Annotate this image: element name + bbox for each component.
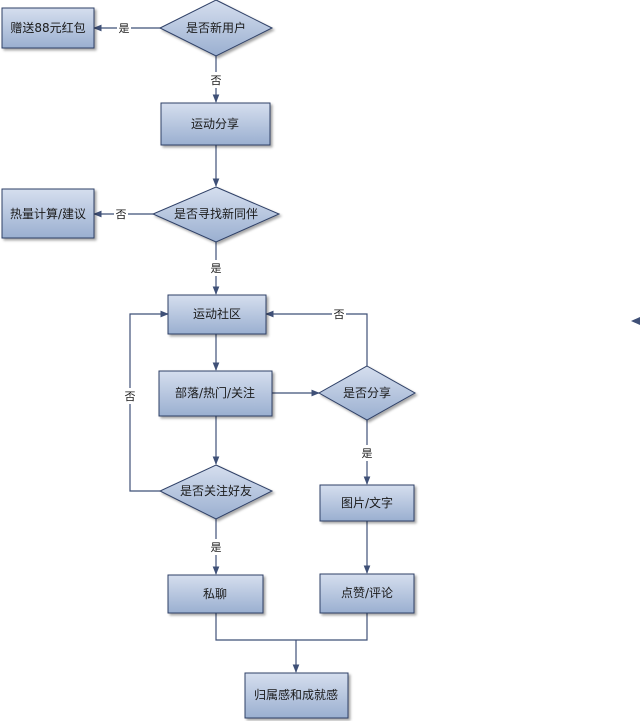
process-private-chat-label: 私聊 bbox=[203, 587, 227, 601]
process-picture-text-label: 图片/文字 bbox=[341, 495, 393, 510]
nodes: 是否新用户 赠送88元红包 运动分享 是否寻找新同伴 热量计算/建议 运动社区 bbox=[1, 0, 417, 719]
process-community: 运动社区 bbox=[167, 294, 267, 335]
edge-label-share-yes: 是 bbox=[362, 447, 373, 460]
connectors bbox=[93, 24, 371, 673]
process-community-label: 运动社区 bbox=[193, 306, 241, 321]
edge-share-to-community bbox=[265, 310, 368, 366]
decision-find-companion: 是否寻找新同伴 bbox=[151, 186, 281, 243]
edge-labels: 是 否 否 是 否 是 否 是 bbox=[114, 20, 374, 555]
process-tribe: 部落/热门/关注 bbox=[158, 370, 273, 417]
process-private-chat: 私聊 bbox=[167, 574, 264, 614]
decision-follow-friend-label: 是否关注好友 bbox=[180, 483, 252, 498]
edge-label-companion-yes: 是 bbox=[211, 262, 222, 275]
decision-new-user: 是否新用户 bbox=[158, 0, 274, 57]
process-sport-share: 运动分享 bbox=[160, 102, 271, 146]
decision-find-companion-label: 是否寻找新同伴 bbox=[174, 206, 258, 221]
edge-label-companion-no: 否 bbox=[116, 208, 127, 221]
process-tribe-label: 部落/热门/关注 bbox=[175, 385, 255, 400]
edge-label-follow-no: 否 bbox=[125, 390, 136, 403]
edge-label-new-user-no: 否 bbox=[211, 74, 222, 87]
decision-new-user-label: 是否新用户 bbox=[186, 20, 246, 35]
process-belonging-label: 归属感和成就感 bbox=[254, 687, 338, 702]
process-like-comment: 点赞/评论 bbox=[319, 573, 415, 614]
decision-share-label: 是否分享 bbox=[343, 385, 391, 400]
process-picture-text: 图片/文字 bbox=[319, 484, 415, 522]
process-red-packet-label: 赠送88元红包 bbox=[10, 20, 85, 35]
edge-label-new-user-yes: 是 bbox=[119, 22, 130, 35]
edge-label-follow-yes: 是 bbox=[211, 541, 222, 554]
process-belonging: 归属感和成就感 bbox=[244, 672, 349, 719]
process-red-packet: 赠送88元红包 bbox=[1, 7, 95, 49]
decision-follow-friend: 是否关注好友 bbox=[158, 464, 274, 520]
stray-arrow-icon bbox=[631, 317, 640, 325]
edge-chat-to-merge bbox=[215, 613, 296, 641]
process-sport-share-label: 运动分享 bbox=[191, 116, 239, 131]
decision-share: 是否分享 bbox=[317, 365, 417, 421]
edge-label-share-no: 否 bbox=[334, 308, 345, 321]
process-calorie-label: 热量计算/建议 bbox=[10, 206, 86, 221]
process-calorie: 热量计算/建议 bbox=[1, 188, 95, 239]
edge-like-to-merge bbox=[296, 613, 368, 641]
process-like-comment-label: 点赞/评论 bbox=[341, 586, 393, 600]
